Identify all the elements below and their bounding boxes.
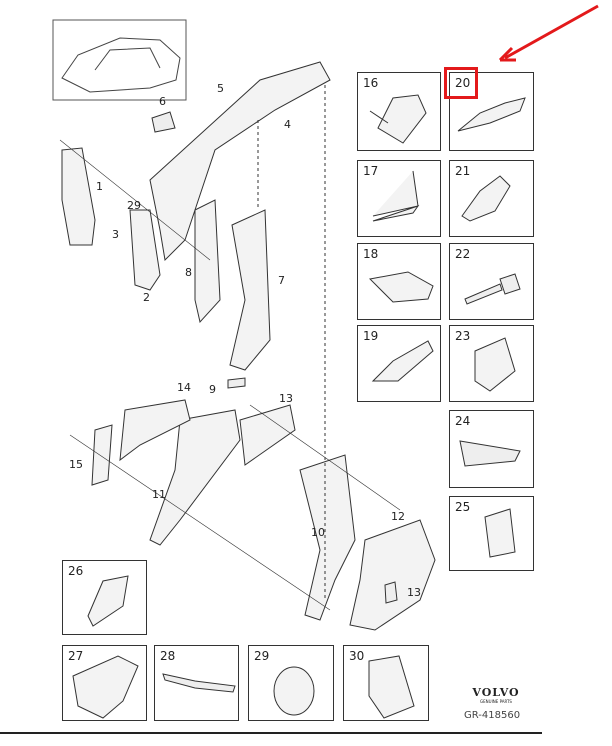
part-box-17[interactable]: 17 — [357, 160, 441, 237]
highlight-box — [444, 67, 478, 99]
part-4-5-roof-rail — [149, 61, 331, 262]
divider — [0, 732, 542, 734]
logo-brand: VOLVO — [472, 686, 520, 699]
part-12 — [349, 519, 436, 631]
callout-9: 9 — [209, 383, 216, 396]
callout-5: 5 — [217, 82, 224, 95]
part-box-25[interactable]: 25 — [449, 496, 534, 571]
part-15 — [91, 424, 113, 486]
part-illustration — [72, 655, 139, 719]
callout-4: 4 — [284, 118, 291, 131]
part-number: 20 — [455, 76, 471, 90]
part-box-23[interactable]: 23 — [449, 325, 534, 402]
part-box-21[interactable]: 21 — [449, 160, 534, 237]
car-thumbnail-frame — [52, 19, 187, 101]
callout-10: 10 — [311, 526, 325, 539]
callout-13b: 13 — [407, 586, 421, 599]
part-11 — [149, 409, 241, 546]
callout-2: 2 — [143, 291, 150, 304]
callout-11: 11 — [152, 488, 166, 501]
callout-3: 3 — [112, 228, 119, 241]
part-box-30[interactable]: 30 — [343, 645, 429, 721]
callout-15: 15 — [69, 458, 83, 471]
part-illustration — [372, 170, 420, 222]
part-number: 28 — [160, 649, 176, 663]
part-1 — [61, 147, 96, 246]
part-number: 16 — [363, 76, 379, 90]
part-number: 26 — [68, 564, 84, 578]
part-illustration — [162, 673, 236, 693]
part-illustration — [368, 655, 415, 719]
part-number: 24 — [455, 414, 471, 428]
part-7 — [229, 209, 271, 371]
part-10 — [299, 454, 356, 621]
part-illustration — [457, 97, 526, 132]
car-thumbnail — [61, 37, 181, 93]
part-illustration — [459, 440, 521, 467]
part-illustration — [474, 337, 516, 392]
part-box-28[interactable]: 28 — [154, 645, 239, 721]
part-box-19[interactable]: 19 — [357, 325, 441, 402]
part-8 — [194, 199, 221, 324]
part-box-20[interactable]: 20 — [449, 72, 534, 151]
plug-illustration — [273, 666, 315, 716]
part-number: 29 — [254, 649, 270, 663]
part-2 — [129, 209, 161, 291]
part-number: 30 — [349, 649, 365, 663]
part-number: 17 — [363, 164, 379, 178]
callout-7: 7 — [278, 274, 285, 287]
part-9 — [227, 377, 246, 389]
part-number: 23 — [455, 329, 471, 343]
part-illustration — [461, 175, 511, 222]
bolt-illustration — [464, 273, 521, 305]
part-14 — [119, 399, 191, 462]
callout-8: 8 — [185, 266, 192, 279]
red-arrow-icon — [498, 4, 599, 62]
callout-29: 29 — [127, 199, 141, 212]
part-13b — [384, 581, 398, 604]
callout-6: 6 — [159, 95, 166, 108]
part-box-18[interactable]: 18 — [357, 243, 441, 320]
volvo-logo: VOLVO GENUINE PARTS — [466, 686, 526, 704]
part-illustration — [87, 575, 129, 627]
part-illustration — [369, 94, 427, 144]
part-box-24[interactable]: 24 — [449, 410, 534, 488]
part-box-27[interactable]: 27 — [62, 645, 147, 721]
leader-lines — [59, 139, 401, 611]
part-box-22[interactable]: 22 — [449, 243, 534, 320]
part-box-29[interactable]: 29 — [248, 645, 334, 721]
part-illustration — [368, 271, 434, 303]
leader-dashed — [257, 85, 326, 600]
part-box-16[interactable]: 16 — [357, 72, 441, 151]
part-number: 22 — [455, 247, 471, 261]
callout-13: 13 — [279, 392, 293, 405]
part-13a — [239, 404, 296, 466]
part-illustration — [371, 340, 434, 382]
part-number: 19 — [363, 329, 379, 343]
part-6 — [151, 111, 176, 133]
part-number: 27 — [68, 649, 84, 663]
diagram-code: GR-418560 — [464, 710, 521, 721]
logo-subtext: GENUINE PARTS — [480, 699, 512, 704]
part-number: 25 — [455, 500, 471, 514]
callout-12: 12 — [391, 510, 405, 523]
callout-1: 1 — [96, 180, 103, 193]
part-illustration — [484, 508, 516, 558]
part-number: 21 — [455, 164, 471, 178]
callout-14: 14 — [177, 381, 191, 394]
part-number: 18 — [363, 247, 379, 261]
part-box-26[interactable]: 26 — [62, 560, 147, 635]
